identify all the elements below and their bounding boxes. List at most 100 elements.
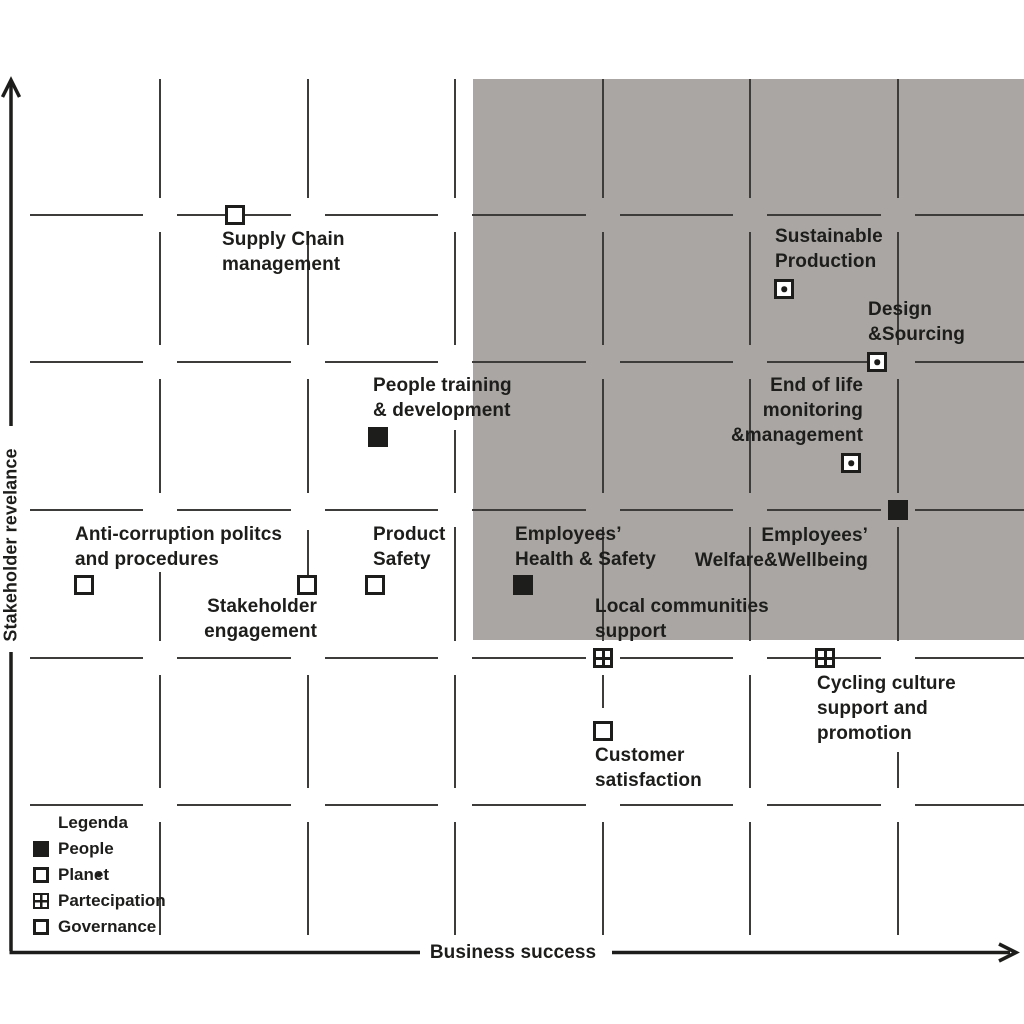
grid-segment xyxy=(454,527,456,641)
grid-segment xyxy=(896,752,899,788)
grid-segment xyxy=(601,674,604,708)
grid-segment xyxy=(324,509,438,511)
grid-segment xyxy=(324,656,438,659)
legend-label: People xyxy=(58,839,114,858)
grid-segment xyxy=(619,656,733,659)
x-axis-arrowhead-icon xyxy=(998,942,1020,963)
grid-segment xyxy=(306,379,309,493)
grid-segment xyxy=(159,822,161,935)
grid-segment xyxy=(177,656,291,659)
grid-segment xyxy=(159,79,161,198)
y-axis-label: Stakeholder revelance xyxy=(0,448,21,642)
label-line: Cycling culture xyxy=(817,673,956,694)
grid-segment xyxy=(177,361,291,363)
marker-end-of-life-monitoring-management xyxy=(841,453,861,473)
grid-segment xyxy=(749,379,751,493)
label-line: Anti-corruption politcs xyxy=(75,524,283,545)
grid-segment xyxy=(30,361,143,363)
grid-segment xyxy=(914,509,1024,511)
label-line: Customer xyxy=(595,745,685,766)
grid-segment xyxy=(619,509,733,511)
grid-segment xyxy=(454,430,456,493)
grid-segment xyxy=(454,674,456,788)
grid-segment xyxy=(896,379,899,493)
grid-segment xyxy=(914,214,1024,216)
grid-segment xyxy=(914,804,1024,806)
grid-segment xyxy=(749,79,751,198)
label-line: & development xyxy=(373,400,511,421)
label-people-training-development: People training & development xyxy=(373,373,512,423)
x-axis-label: Business success xyxy=(429,942,597,963)
label-line: Stakeholder xyxy=(207,596,317,617)
grid-segment xyxy=(159,674,161,788)
label-employees-welfare-wellbeing: Employees’Welfare&Wellbeing xyxy=(695,523,868,573)
label-line: End of life xyxy=(770,375,863,396)
legend-label: Governance xyxy=(58,917,157,936)
label-line: Welfare&Wellbeing xyxy=(694,550,868,571)
label-line: Health & Safety xyxy=(515,549,656,570)
label-design-sourcing: Design&Sourcing xyxy=(868,297,965,347)
grid-segment xyxy=(324,361,438,363)
grid-segment xyxy=(472,656,586,659)
legend-marker-people-icon xyxy=(33,841,49,857)
grid-segment xyxy=(30,509,143,511)
label-line: People training xyxy=(373,375,512,396)
label-line: promotion xyxy=(817,723,912,744)
grid-segment xyxy=(159,379,161,493)
label-line: Design xyxy=(868,299,932,320)
grid-segment xyxy=(896,232,899,345)
grid-segment xyxy=(324,214,438,216)
legend-row-planet: Planet xyxy=(33,862,166,888)
grid-segment xyxy=(177,509,291,511)
label-line: support xyxy=(595,621,667,642)
label-anti-corruption-politcs-procedures: Anti-corruption politcs and procedures xyxy=(75,522,282,572)
grid-segment xyxy=(30,214,143,216)
grid-segment xyxy=(896,79,899,198)
marker-cycling-culture-support-promotion xyxy=(815,648,835,668)
label-employees-health-safety: Employees’Health & Safety xyxy=(515,522,656,572)
grid-segment xyxy=(472,361,586,363)
label-line: Product xyxy=(373,524,446,545)
legend-label: Planet xyxy=(58,865,110,884)
grid-segment xyxy=(749,527,751,641)
label-line: Safety xyxy=(373,549,431,570)
label-line: management xyxy=(222,254,341,275)
label-line: monitoring xyxy=(762,400,863,421)
grid-segment xyxy=(749,674,751,788)
grid-segment xyxy=(454,232,456,345)
grid-segment xyxy=(324,804,438,806)
grid-segment xyxy=(601,822,604,935)
marker-design-sourcing xyxy=(867,352,887,372)
grid-segment xyxy=(30,656,143,659)
legend-row-governance: Governance xyxy=(33,914,166,940)
grid-segment xyxy=(601,527,604,641)
grid-segment xyxy=(306,530,309,575)
marker-people-training-development xyxy=(368,427,388,447)
legend-marker-planet-icon xyxy=(33,867,49,883)
legend-marker-partecipation-icon xyxy=(33,893,49,909)
grid-segment xyxy=(767,804,881,806)
grid-segment xyxy=(472,509,586,511)
legend-marker-governance-icon xyxy=(33,919,49,935)
highlight-quadrant xyxy=(473,79,1024,640)
grid-segment xyxy=(306,79,309,198)
grid-segment xyxy=(159,572,161,641)
label-line: Production xyxy=(775,251,877,272)
grid-segment xyxy=(306,822,309,935)
label-line: and procedures xyxy=(75,549,219,570)
grid-segment xyxy=(601,79,604,198)
grid-segment xyxy=(472,804,586,806)
grid-segment xyxy=(749,822,751,935)
marker-customer-satisfaction xyxy=(593,721,613,741)
grid-segment xyxy=(306,674,309,788)
grid-segment xyxy=(767,509,881,511)
marker-stakeholder-engagement xyxy=(297,575,317,595)
